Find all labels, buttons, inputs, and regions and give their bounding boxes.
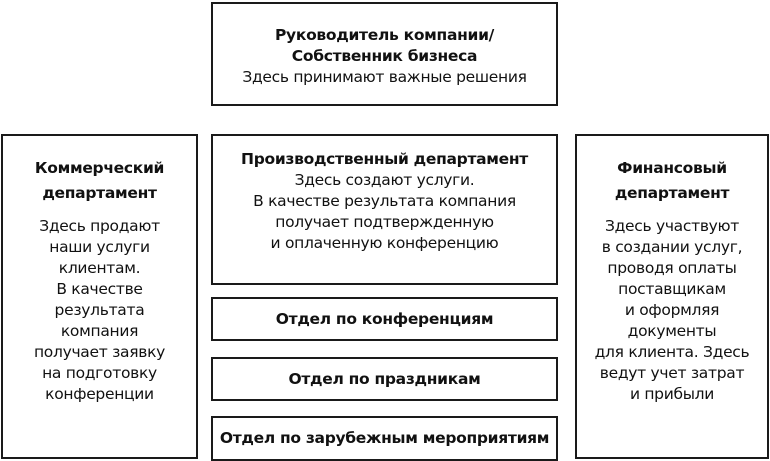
finance-title: Финансовый департамент xyxy=(614,156,730,206)
finance-text-line: Здесь участвуют xyxy=(604,217,740,235)
commercial-title-line-1: Коммерческий xyxy=(34,159,165,177)
commercial-text-line: Здесь продают xyxy=(39,217,160,235)
finance-text-line: для клиента. Здесь xyxy=(594,343,750,361)
commercial-title-line-2: департамент xyxy=(42,184,157,202)
commercial-text-line: компания xyxy=(60,322,139,340)
conferences-division-label: Отдел по конференциям xyxy=(275,309,494,328)
commercial-text-line: клиентам. xyxy=(58,259,141,277)
finance-text-line: и оформляя xyxy=(624,301,720,319)
production-text-line: Здесь создают услуги. xyxy=(294,171,475,189)
production-title: Производственный департамент xyxy=(241,150,528,168)
holidays-division-box: Отдел по праздникам xyxy=(211,357,558,401)
foreign-events-division-box: Отдел по зарубежным мероприятиям xyxy=(211,416,558,461)
finance-text-line: документы xyxy=(627,322,717,340)
commercial-text-line: получает заявку xyxy=(33,343,166,361)
commercial-title: Коммерческий департамент xyxy=(34,156,165,206)
owner-title-line-1: Руководитель компании/ xyxy=(274,25,494,44)
owner-box: Руководитель компании/ Собственник бизне… xyxy=(211,2,558,106)
commercial-department-box: Коммерческий департамент Здесь продают н… xyxy=(1,134,198,459)
finance-text-line: ведут учет затрат xyxy=(599,364,745,382)
finance-title-line-1: Финансовый xyxy=(617,159,727,177)
commercial-description: Здесь продают наши услуги клиентам. В ка… xyxy=(34,216,165,405)
commercial-text-line: результата xyxy=(54,301,145,319)
finance-text-line: и прибыли xyxy=(629,385,715,403)
commercial-text-line: на подготовку xyxy=(42,364,157,382)
foreign-events-division-label: Отдел по зарубежным мероприятиям xyxy=(219,429,550,447)
production-text-line: получает подтвержденную xyxy=(275,213,494,231)
finance-text-line: поставщикам xyxy=(618,280,726,298)
conferences-division-box: Отдел по конференциям xyxy=(211,297,558,341)
production-department-box: Производственный департамент Здесь созда… xyxy=(211,134,558,285)
owner-title-line-2: Собственник бизнеса xyxy=(291,46,478,65)
holidays-division-label: Отдел по праздникам xyxy=(288,369,481,388)
production-text-line: В качестве результата компания xyxy=(253,192,516,210)
finance-description: Здесь участвуют в создании услуг, провод… xyxy=(595,216,750,405)
finance-text-line: в создании услуг, xyxy=(601,238,743,256)
commercial-text-line: наши услуги xyxy=(49,238,150,256)
finance-title-line-2: департамент xyxy=(614,184,730,202)
finance-text-line: проводя оплаты xyxy=(607,259,737,277)
commercial-text-line: В качестве xyxy=(56,280,143,298)
finance-department-box: Финансовый департамент Здесь участвуют в… xyxy=(575,134,769,459)
commercial-text-line: конференции xyxy=(45,385,154,403)
owner-description: Здесь принимают важные решения xyxy=(242,67,527,86)
production-text-line: и оплаченную конференцию xyxy=(270,234,499,252)
